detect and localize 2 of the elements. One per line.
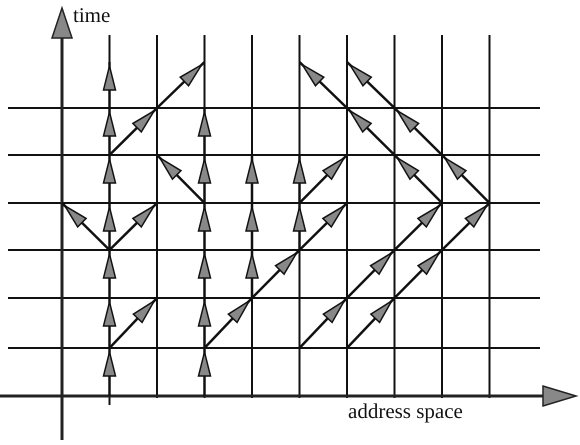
axis-label: address space <box>348 401 463 422</box>
axis-label: time <box>73 5 110 26</box>
